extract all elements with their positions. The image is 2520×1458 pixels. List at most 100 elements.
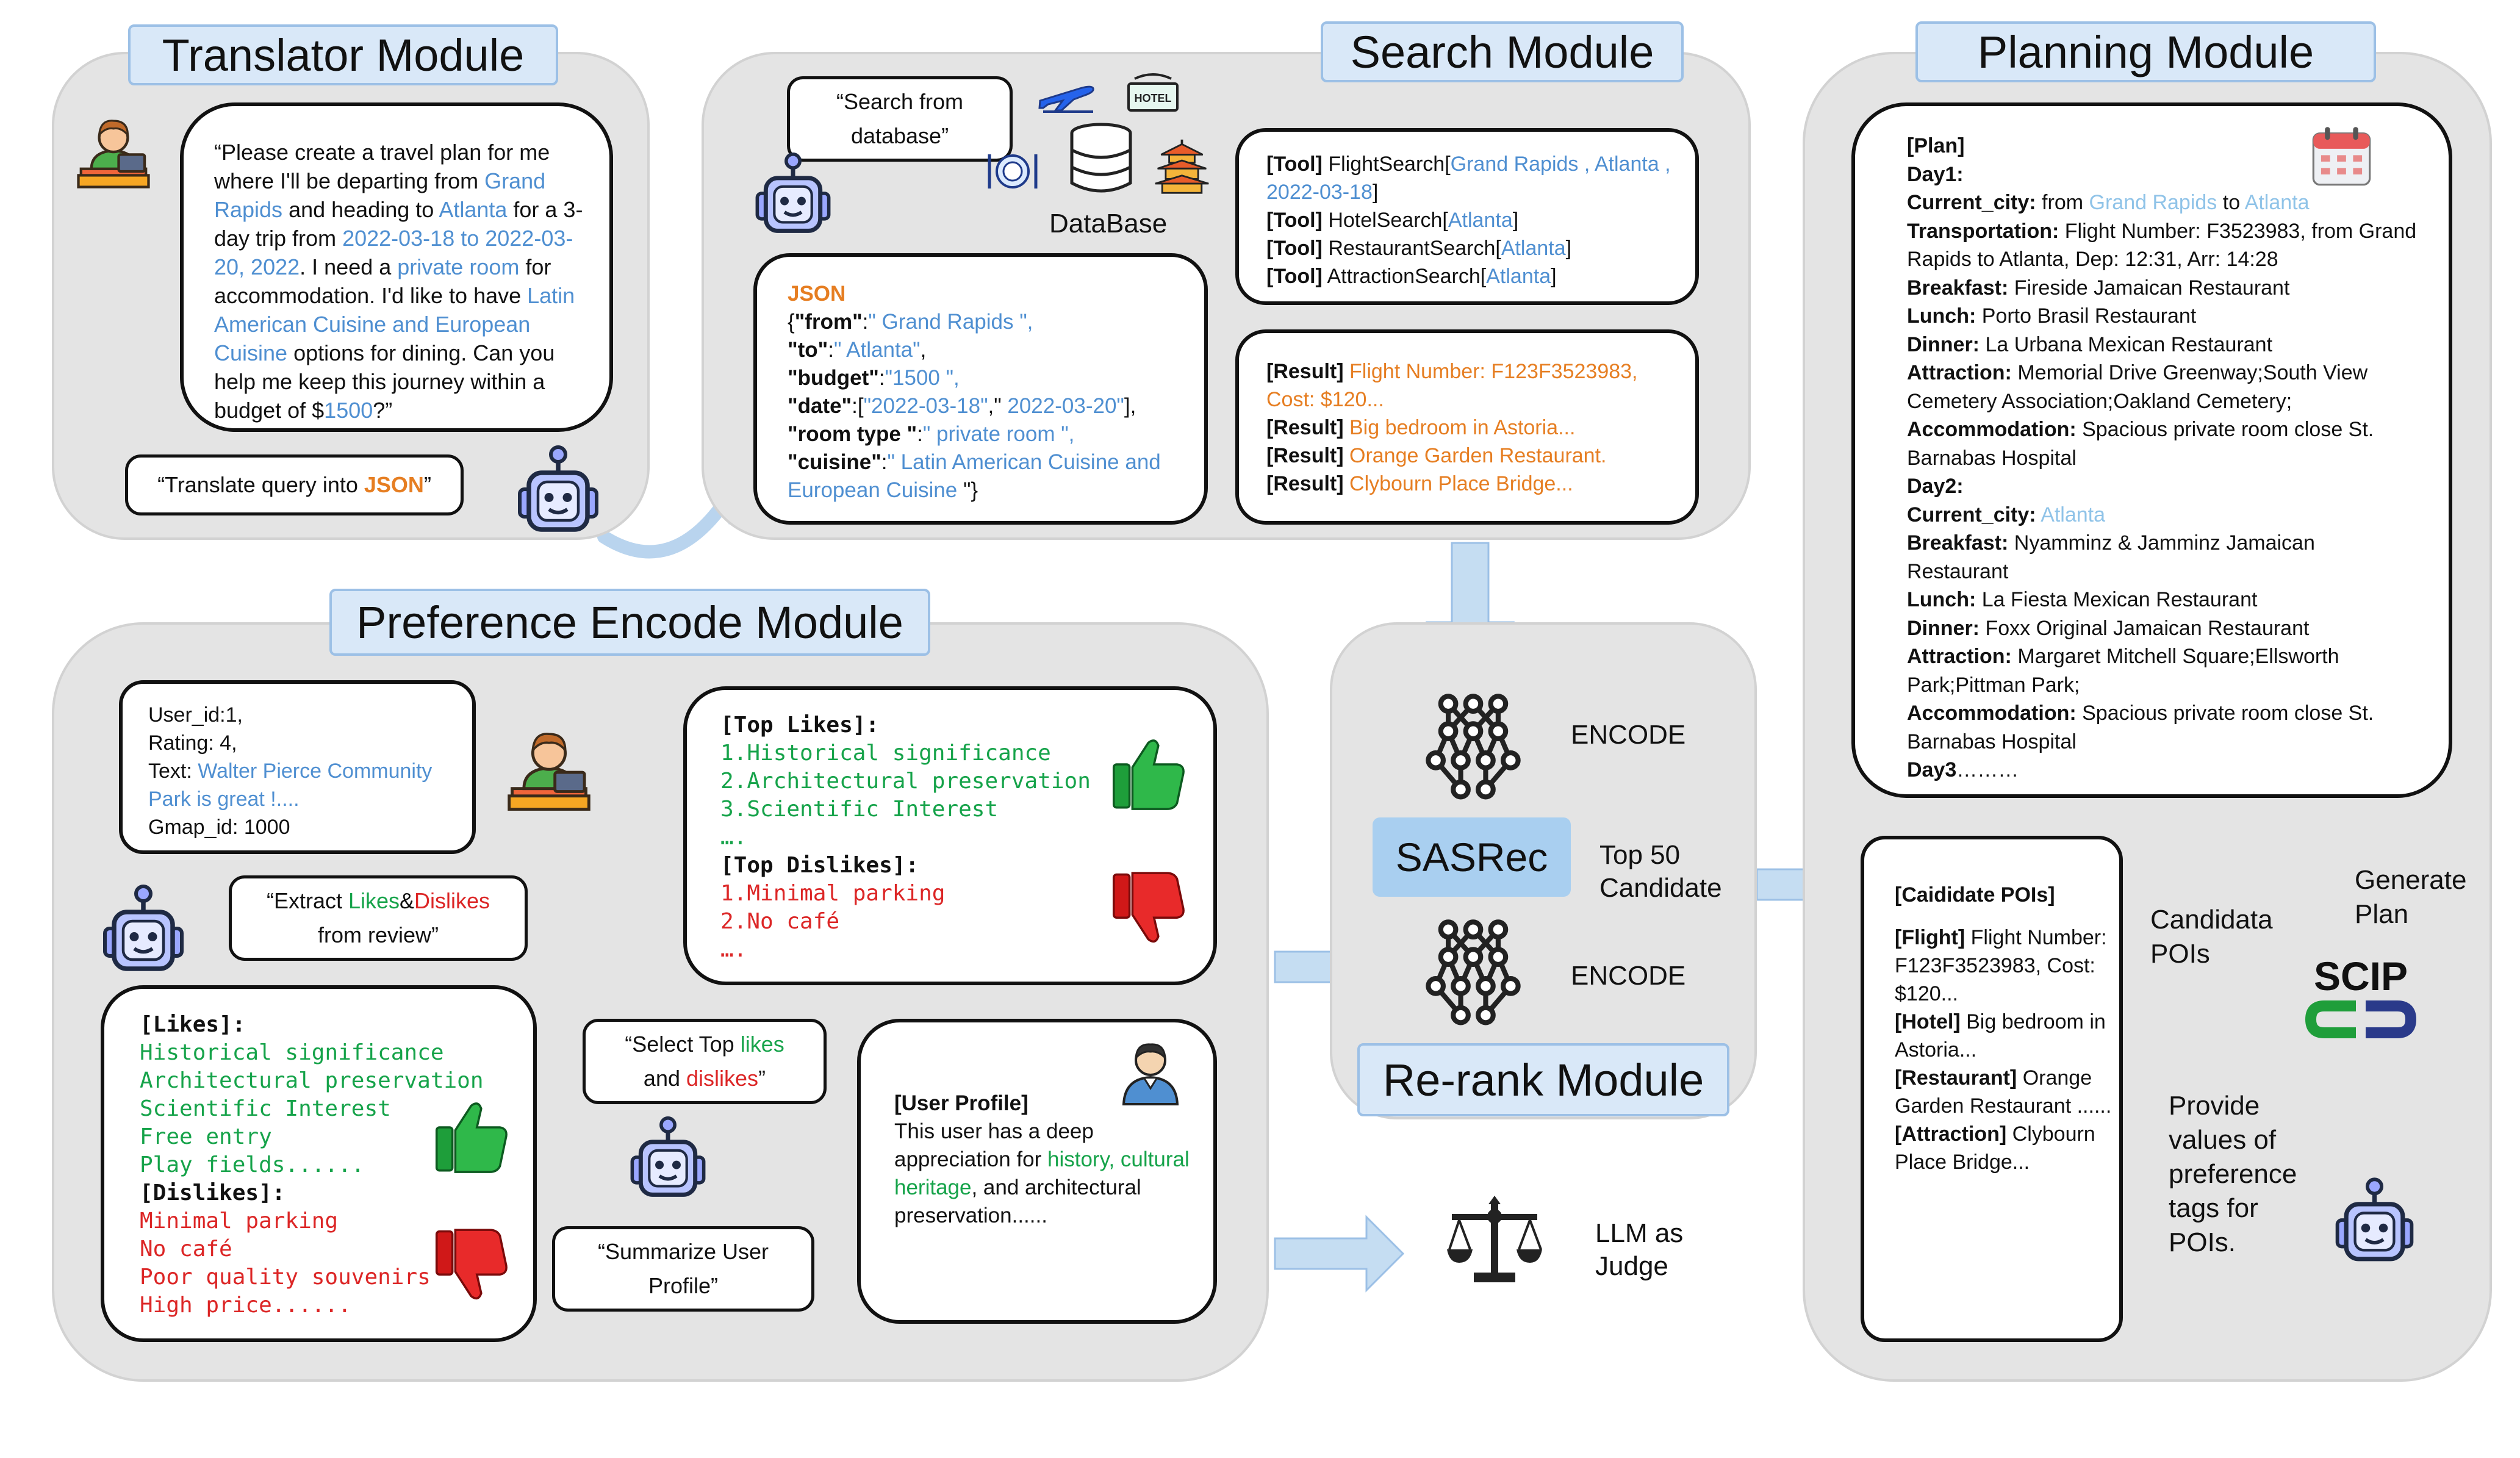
plan-line: Lunch: Porto Brasil Restaurant <box>1907 302 2419 331</box>
plan-line-text: Spacious private room close St. Barnabas… <box>1907 702 2374 753</box>
calendar-icon <box>2312 127 2371 186</box>
provide-values-label: Provide values of preference tags for PO… <box>2169 1091 2297 1257</box>
tool-call-row: [Tool] FlightSearch[Grand Rapids , Atlan… <box>1266 150 1687 206</box>
tool-args: Atlanta <box>1486 265 1551 288</box>
curve-translator-to-search <box>597 494 733 559</box>
top-likes-header: [Top Likes]: <box>720 713 880 738</box>
tool-call-row: [Tool] HotelSearch[Atlanta] <box>1266 206 1687 234</box>
plan-line-label: Dinner: <box>1907 616 1980 640</box>
thumbs-down-icon <box>435 1229 508 1300</box>
plan-city: Grand Rapids <box>2089 191 2217 214</box>
robot-icon <box>512 445 604 533</box>
candidate-poi: [Flight] Flight Number: F123F3523983, Co… <box>1895 924 2114 1008</box>
plan-line: Day2: <box>1907 472 2419 501</box>
candidata-pois-label: Candidata POIs <box>2150 905 2273 969</box>
plan-line: Dinner: La Urbana Mexican Restaurant <box>1907 331 2419 359</box>
candidate-poi: [Hotel] Big bedroom in Astoria... <box>1895 1008 2114 1064</box>
candidate-text: Orange Garden Restaurant ...... <box>1895 1066 2112 1118</box>
plan-line-label: Dinner: <box>1907 332 1980 356</box>
likes-header: [Likes]: <box>140 1012 246 1037</box>
plan-line: Attraction: Margaret Mitchell Square;Ell… <box>1907 642 2419 699</box>
tool-end: ] <box>1565 237 1572 260</box>
plan-line-label: Transportation: <box>1907 219 2059 243</box>
json-value: " Latin American Cuisine and European Cu… <box>788 450 1161 502</box>
query-part: for a 3-day trip from <box>214 197 583 251</box>
plan-line: Breakfast: Nyamminz & Jamminz Jamaican R… <box>1907 529 2419 586</box>
hotel-icon: HOTEL <box>1127 73 1179 112</box>
scip-logo-text: SCIP <box>2314 953 2408 999</box>
scales-icon <box>1447 1196 1542 1282</box>
plan-line: Attraction: Memorial Drive Greenway;Sout… <box>1907 359 2419 415</box>
plan-line-label: Attraction: <box>1907 645 2012 668</box>
candidate-poi: [Restaurant] Orange Garden Restaurant ..… <box>1895 1064 2114 1120</box>
plan-line-label: Day1: <box>1907 162 1964 186</box>
json-value: " Grand Rapids ", <box>868 310 1033 334</box>
plan-line-text: ……… <box>1956 758 2019 781</box>
plan-line-label: Current_city: <box>1907 503 2036 526</box>
query-origin: Grand Rapids <box>214 168 546 222</box>
query-part: and heading to <box>282 197 439 222</box>
user-avatar-icon <box>1122 1043 1179 1105</box>
robot-icon <box>625 1116 711 1198</box>
plan-line-label: Lunch: <box>1907 304 1976 328</box>
dislike-item: Poor quality souvenirs <box>140 1265 431 1290</box>
plan-line-text: Fireside Jamaican Restaurant <box>2008 276 2290 300</box>
json-card: JSON {"from":" Grand Rapids ", "to":" At… <box>753 253 1208 525</box>
plan-line: Dinner: Foxx Original Jamaican Restauran… <box>1907 614 2419 643</box>
tool-calls-list: [Tool] FlightSearch[Grand Rapids , Atlan… <box>1266 150 1687 290</box>
like-item: Play fields...... <box>140 1152 365 1177</box>
tool-tag: [Tool] <box>1266 265 1323 288</box>
bubble-dislikes: dislikes <box>686 1066 759 1091</box>
top-dislikes-header: [Top Dislikes]: <box>720 853 919 878</box>
review-text-label: Text: <box>148 760 198 783</box>
review-content: User_id:1, Rating: 4, Text: Walter Pierc… <box>148 701 465 841</box>
review-user-id: User_id:1, <box>148 703 243 727</box>
translator-title: Translator Module <box>128 24 558 85</box>
query-part: for accommodation. I'd like to have <box>214 254 551 308</box>
plan-city: Atlanta <box>2244 191 2310 214</box>
json-key: "from" <box>794 310 863 334</box>
search-result-row: [Result] Clybourn Place Bridge... <box>1266 470 1687 498</box>
result-text: Clybourn Place Bridge... <box>1343 472 1573 495</box>
tool-args: Atlanta <box>1448 209 1513 232</box>
query-part: . I need a <box>300 254 398 279</box>
json-value: " private room ", <box>922 422 1075 446</box>
plan-line-label: Accommodation: <box>1907 418 2077 441</box>
result-tag: [Result] <box>1266 444 1344 467</box>
plan-card: [Plan]Day1:Current_city: from Grand Rapi… <box>1851 102 2452 798</box>
robot-icon <box>750 153 836 234</box>
top-like-item: 2.Architectural preservation <box>720 769 1091 794</box>
plan-line-label: [Plan] <box>1907 134 1965 157</box>
tool-args: Grand Rapids , Atlanta , 2022-03-18 <box>1266 153 1671 204</box>
query-part: options for dining. Can you help me keep… <box>214 340 555 423</box>
bubble-likes: Likes <box>348 888 400 914</box>
plan-line-text: Nyamminz & Jamminz Jamaican Restaurant <box>1907 531 2315 583</box>
json-key: "date" <box>788 394 852 418</box>
travel-query-card: “Please create a travel plan for me wher… <box>180 102 613 432</box>
robot-icon <box>2330 1177 2419 1263</box>
search-result-row: [Result] Flight Number: F123F3523983, Co… <box>1266 357 1687 414</box>
arrow-to-judge <box>1274 1215 1405 1293</box>
travel-query-text: “Please create a travel plan for me wher… <box>214 138 592 425</box>
top-like-item: …. <box>720 825 747 850</box>
candidate-text: Big bedroom in Astoria... <box>1895 1010 2106 1061</box>
bubble-text: ” <box>758 1066 766 1091</box>
query-budget: 1500 <box>324 398 373 423</box>
tool-name: HotelSearch[ <box>1322 209 1448 232</box>
plan-line: Day3……… <box>1907 756 2419 785</box>
thumbs-up-icon <box>435 1102 508 1173</box>
query-room: private room <box>397 254 520 279</box>
tool-name: AttractionSearch[ <box>1322 265 1487 288</box>
tool-end: ] <box>1551 265 1557 288</box>
candidate-pois-content: [Caididate POIs][Flight] Flight Number: … <box>1895 881 2114 1176</box>
dislike-item: High price...... <box>140 1293 351 1318</box>
person-laptop-icon <box>503 723 595 814</box>
query-destination: Atlanta <box>439 197 508 222</box>
bubble-text: from review” <box>317 922 439 947</box>
candidate-label: [Flight] <box>1895 926 1965 949</box>
plan-line: [Plan] <box>1907 132 2419 160</box>
search-results-card: [Result] Flight Number: F123F3523983, Co… <box>1235 329 1699 525</box>
plan-line: Current_city: Atlanta <box>1907 501 2419 530</box>
